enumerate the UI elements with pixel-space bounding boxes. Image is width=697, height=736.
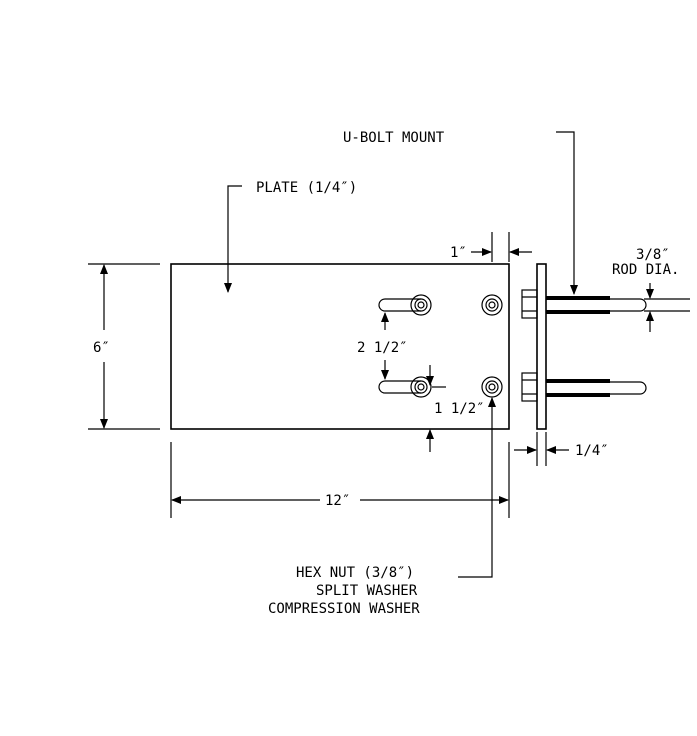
rod-dia-text: ROD DIA.: [612, 262, 679, 278]
dim-1in-label: 1″: [450, 245, 467, 261]
split-washer-label: SPLIT WASHER: [316, 583, 418, 599]
hex-nut-label: HEX NUT (3/8″): [296, 565, 414, 581]
dim-2-5in-label: 2 1/2″: [357, 340, 408, 356]
ubolt-front-lower: [378, 376, 432, 398]
plate-outline: [170, 263, 510, 430]
ubolt-side-lower: [521, 372, 647, 402]
ubolt-side-upper: [521, 289, 647, 319]
dim-quarter-label: 1/4″: [575, 443, 609, 459]
ubolt-front-upper: [378, 294, 432, 316]
plate-label: PLATE (1/4″): [256, 180, 357, 196]
dim-12in-label: 12″: [325, 493, 350, 509]
compression-washer-label: COMPRESSION WASHER: [268, 601, 420, 617]
hexnut-leader: [458, 397, 496, 578]
plate-leader: [224, 185, 242, 293]
dim-1-5in-label: 1 1/2″: [434, 401, 485, 417]
nut-front-lower-right: [481, 376, 503, 398]
dim-6in-label: 6″: [93, 340, 110, 356]
plate-side-view: [536, 263, 547, 430]
ubolt-mount-label: U-BOLT MOUNT: [343, 130, 445, 146]
nut-front-upper-right: [481, 294, 503, 316]
ubolt-leader: [556, 131, 578, 295]
rod-dia-value: 3/8″: [636, 247, 670, 263]
